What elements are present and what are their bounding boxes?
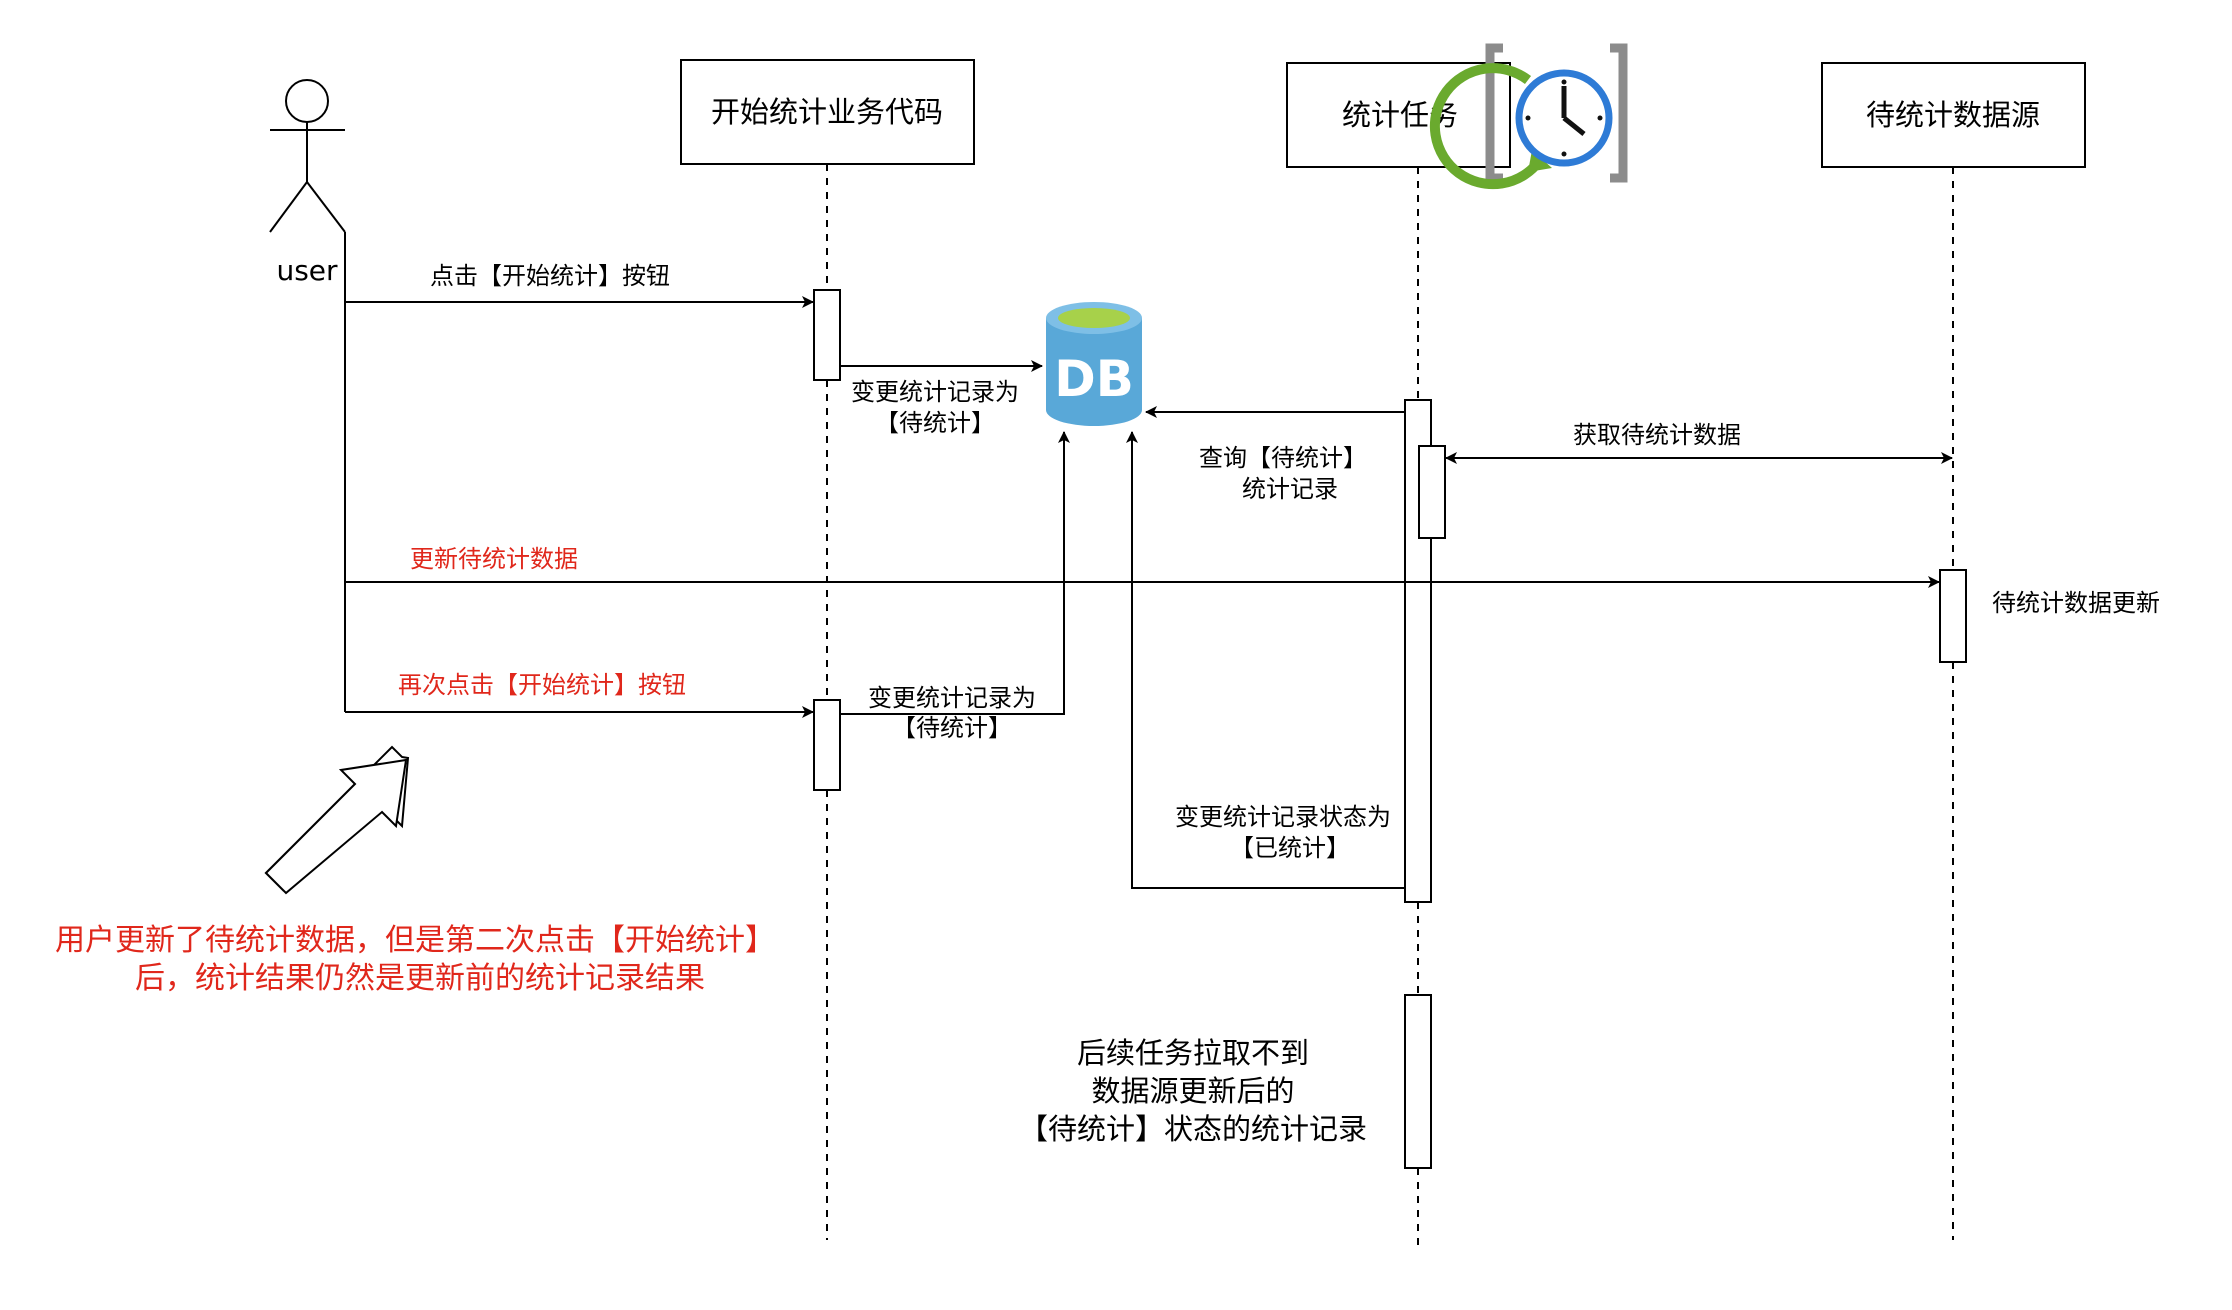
msg-set-pending-2-line2: 【待统计】 xyxy=(892,714,1012,742)
actor-label: user xyxy=(276,254,338,287)
msg-set-done-line1: 变更统计记录状态为 xyxy=(1175,803,1391,831)
later-note-line1: 后续任务拉取不到 xyxy=(1077,1036,1309,1070)
activations xyxy=(813,289,1967,1169)
msg-set-pending-1-line1: 变更统计记录为 xyxy=(851,378,1019,406)
msg-query-line1: 查询【待统计】 xyxy=(1199,444,1367,472)
participant-task[interactable]: 统计任务 xyxy=(1286,62,1511,168)
person-icon xyxy=(269,79,346,233)
msg-set-pending-1-line2: 【待统计】 xyxy=(875,409,995,437)
lifelines xyxy=(826,164,1954,1250)
clock-icon xyxy=(1429,43,1628,190)
msg-click-start-label: 点击【开始统计】按钮 xyxy=(430,262,670,290)
msg-fetch-data-label: 获取待统计数据 xyxy=(1573,421,1741,449)
source-updated-label: 待统计数据更新 xyxy=(1992,589,2160,617)
warning-note-line1: 用户更新了待统计数据，但是第二次点击【开始统计】 xyxy=(55,923,775,958)
db-label: DB xyxy=(1054,350,1134,408)
database-icon: DB xyxy=(1046,302,1142,426)
later-note-line2: 数据源更新后的 xyxy=(1091,1074,1294,1108)
msg-set-done-line2: 【已统计】 xyxy=(1230,834,1350,862)
msg-set-pending-2 xyxy=(840,431,1070,715)
msg-update-data-label: 更新待统计数据 xyxy=(410,545,578,573)
arrow-icon xyxy=(264,745,410,895)
participant-source[interactable]: 待统计数据源 xyxy=(1821,62,2086,168)
participant-source-label: 待统计数据源 xyxy=(1866,98,2040,132)
msg-set-done xyxy=(1126,431,1405,889)
later-note-line3: 【待统计】状态的统计记录 xyxy=(1019,1112,1367,1146)
participant-start[interactable]: 开始统计业务代码 xyxy=(680,59,975,165)
msg-query-line2: 统计记录 xyxy=(1242,475,1338,503)
msg-set-pending-2-line1: 变更统计记录为 xyxy=(868,684,1036,712)
participant-start-label: 开始统计业务代码 xyxy=(711,95,943,129)
warning-note-line2: 后，统计结果仍然是更新前的统计记录结果 xyxy=(135,961,705,996)
msg-click-again-label: 再次点击【开始统计】按钮 xyxy=(398,671,686,699)
